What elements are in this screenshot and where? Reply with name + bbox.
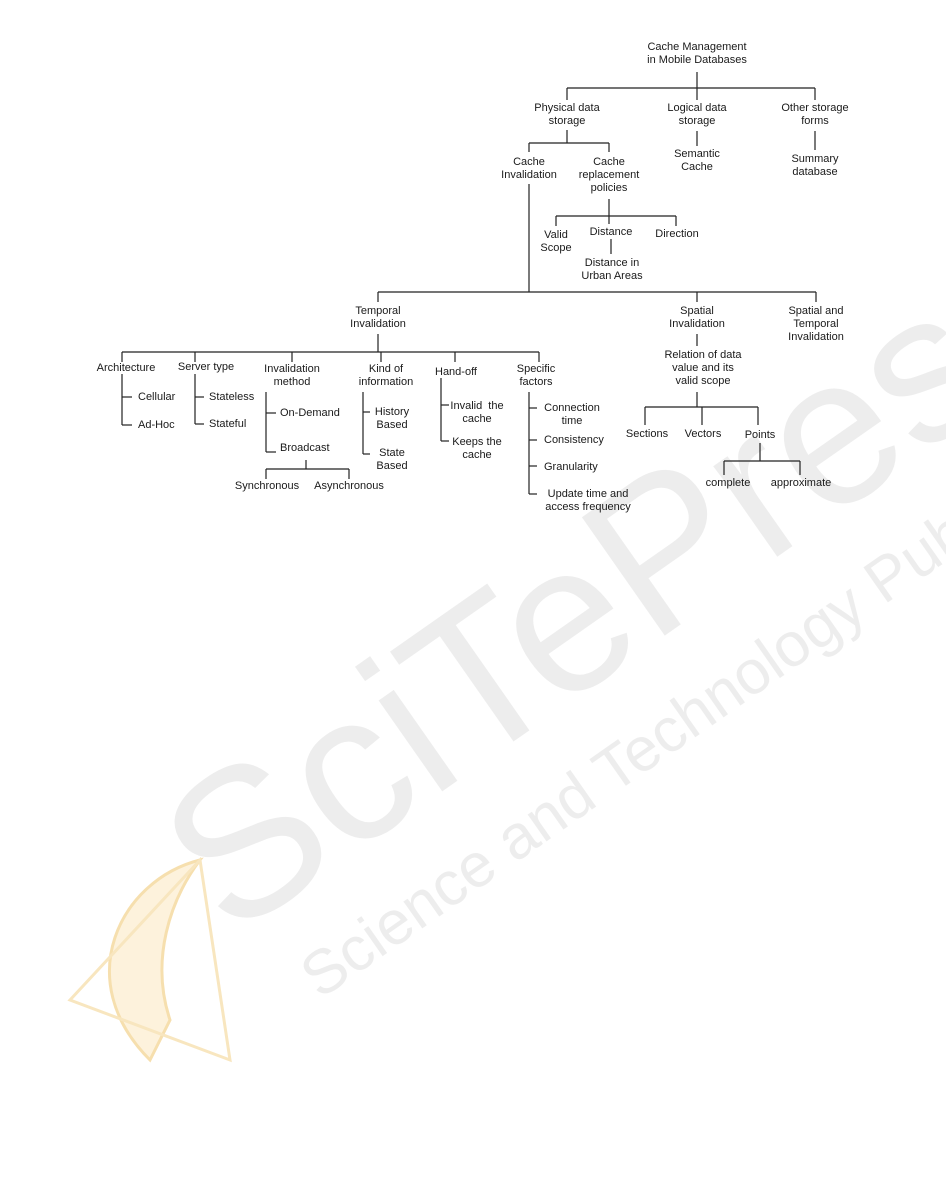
node-granularity: Granularity xyxy=(544,461,598,473)
node-invalidation-method: Invalidation method xyxy=(264,363,320,388)
node-history-based: History Based xyxy=(374,406,410,431)
node-distance-urban-areas: Distance in Urban Areas xyxy=(581,257,643,282)
node-asynchronous: Asynchronous xyxy=(314,480,384,492)
node-other-storage-forms: Other storage forms xyxy=(781,102,849,127)
node-stateful: Stateful xyxy=(209,418,247,430)
node-synchronous: Synchronous xyxy=(234,480,300,492)
node-cache-replacement-policies: Cache replacement policies xyxy=(578,156,640,194)
node-valid-scope: Valid Scope xyxy=(540,229,572,254)
node-spatial-invalidation: Spatial Invalidation xyxy=(669,305,725,330)
node-root: Cache Management in Mobile Databases xyxy=(647,41,747,66)
node-update-time-access-frequency: Update time and access frequency xyxy=(545,488,631,513)
node-keeps-the-cache: Keeps the cache xyxy=(452,436,502,461)
node-architecture: Architecture xyxy=(96,362,156,374)
node-temporal-invalidation: Temporal Invalidation xyxy=(350,305,406,330)
node-vectors: Vectors xyxy=(684,428,722,440)
node-hand-off: Hand-off xyxy=(435,366,477,378)
node-direction: Direction xyxy=(655,228,699,240)
node-connection-time: Connection time xyxy=(544,402,600,427)
node-complete: complete xyxy=(705,477,751,489)
node-kind-of-information: Kind of information xyxy=(358,363,414,388)
node-physical-data-storage: Physical data storage xyxy=(534,102,600,127)
node-consistency: Consistency xyxy=(544,434,604,446)
node-semantic-cache: Semantic Cache xyxy=(674,148,720,173)
node-sections: Sections xyxy=(625,428,669,440)
node-approximate: approximate xyxy=(770,477,832,489)
node-cellular: Cellular xyxy=(138,391,176,403)
node-spatial-temporal-invalidation: Spatial and Temporal Invalidation xyxy=(788,305,844,343)
node-ad-hoc: Ad-Hoc xyxy=(138,419,175,431)
node-specific-factors: Specific factors xyxy=(516,363,556,388)
node-stateless: Stateless xyxy=(209,391,255,403)
node-summary-database: Summary database xyxy=(791,153,839,178)
node-server-type: Server type xyxy=(177,361,235,373)
node-on-demand: On-Demand xyxy=(280,407,340,419)
node-cache-invalidation: Cache Invalidation xyxy=(501,156,557,181)
node-state-based: State Based xyxy=(376,447,408,472)
node-distance: Distance xyxy=(589,226,633,238)
node-broadcast: Broadcast xyxy=(280,442,330,454)
node-points: Points xyxy=(744,429,776,441)
node-logical-data-storage: Logical data storage xyxy=(667,102,727,127)
node-relation-of-data-value: Relation of data value and its valid sco… xyxy=(664,349,742,387)
watermark-logo xyxy=(67,856,232,1063)
connectors xyxy=(121,72,817,495)
node-invalid-the-cache: Invalid the cache xyxy=(450,400,504,425)
